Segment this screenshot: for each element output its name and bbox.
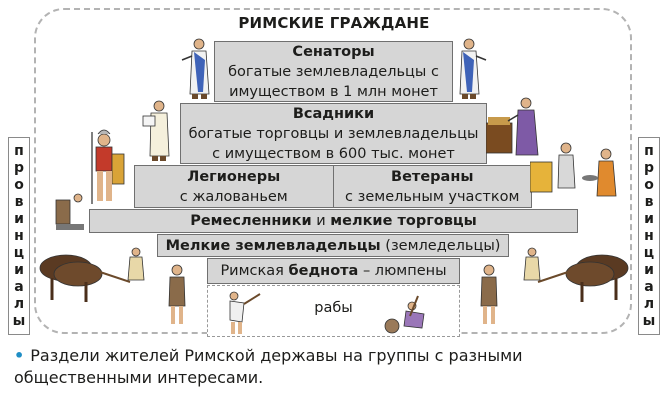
horsemen-desc-1: богатые торговцы и землевладельцы <box>188 126 479 142</box>
slaves-label: рабы <box>314 300 353 316</box>
horsemen-desc-2: с имуществом в 600 тыс. монет <box>212 146 455 162</box>
senators-desc-2: имуществом в 1 млн монет <box>229 84 438 100</box>
tier-poor: Римская беднота – люмпены <box>207 258 460 284</box>
poor-left-figure <box>168 264 186 324</box>
bullet-icon: • <box>14 346 25 365</box>
ploughman-right-figure <box>523 247 629 302</box>
task-question: •Раздели жителей Римской державы на груп… <box>14 345 664 389</box>
legionaries-desc: с жалованьем <box>179 188 288 205</box>
traders-title: мелкие торговцы <box>330 213 477 229</box>
tier-horsemen: Всадники богатые торговцы и землевладель… <box>180 103 487 164</box>
diagram-title: РИМСКИЕ ГРАЖДАНЕ <box>238 14 430 32</box>
poor-suffix: – люмпены <box>358 263 447 279</box>
veterans-cell: Ветераны с земельным участком <box>332 166 532 207</box>
task-question-text: Раздели жителей Римской державы на групп… <box>14 346 523 387</box>
artisan-figure <box>55 193 84 230</box>
horseman-right-figure <box>486 97 539 156</box>
poor-prefix: Римская <box>220 263 289 279</box>
ploughman-left-figure <box>39 247 145 302</box>
veteran-figures <box>530 142 617 197</box>
slave-left-figure <box>229 291 261 334</box>
smallholders-note: (земледельцы) <box>380 237 501 254</box>
legionaries-cell: Легионеры с жалованьем <box>135 166 333 207</box>
veterans-title: Ветераны <box>391 168 474 185</box>
slaves-box: рабы <box>207 285 460 337</box>
tier-artisans: Ремесленники и мелкие торговцы <box>89 209 578 233</box>
horseman-left-figure <box>142 100 170 161</box>
senators-title: Сенаторы <box>292 44 375 60</box>
senator-right-figure <box>459 38 487 99</box>
artisans-title: Ремесленники <box>190 213 312 229</box>
senators-desc-1: богатые землевладельцы с <box>228 64 439 80</box>
horsemen-title: Всадники <box>292 106 375 122</box>
poor-title: беднота <box>288 263 359 279</box>
tier-smallholders: Мелкие землевладельцы (земледельцы) <box>157 234 509 257</box>
legionaries-title: Легионеры <box>187 168 281 185</box>
smallholders-title: Мелкие землевладельцы <box>165 237 381 254</box>
legionary-figure <box>91 129 125 204</box>
artisans-connector: и <box>311 213 331 229</box>
tier-senators: Сенаторы богатые землевладельцы с имущес… <box>214 41 453 102</box>
veterans-desc: с земельным участком <box>345 188 520 205</box>
slave-right-figure <box>384 295 425 334</box>
tier-legionaries-veterans: Легионеры с жалованьем Ветераны с земель… <box>134 165 532 208</box>
poor-right-figure <box>480 264 498 324</box>
senator-left-figure <box>181 38 210 99</box>
